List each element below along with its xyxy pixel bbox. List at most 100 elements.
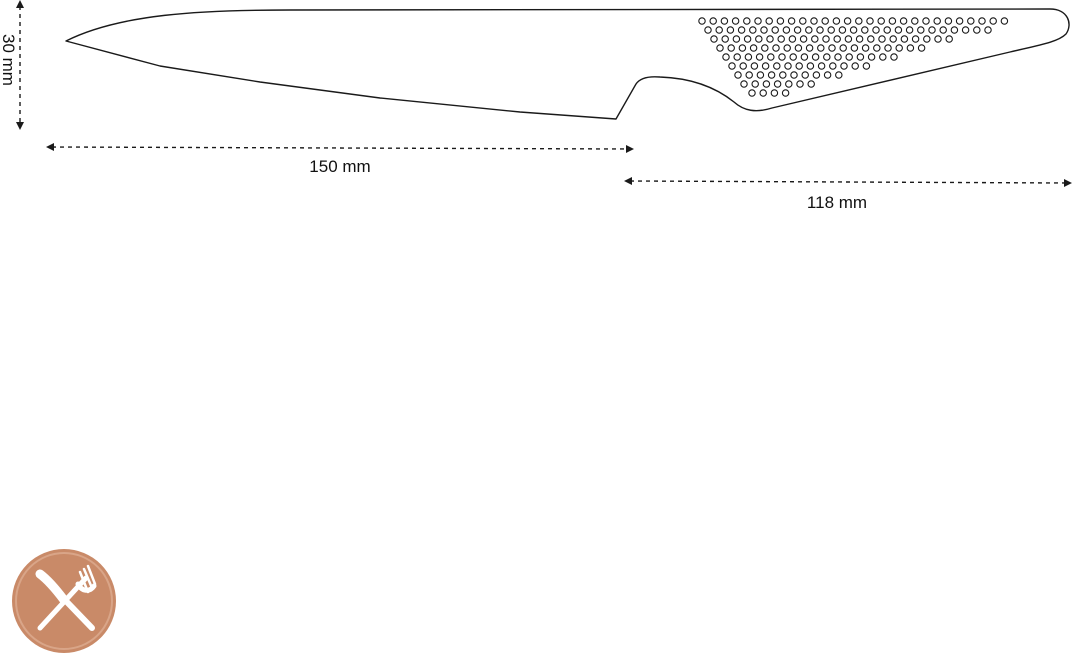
handle-dimple (845, 53, 853, 61)
blade-arrow-left (46, 143, 54, 151)
handle-dimple (743, 35, 752, 43)
handle-dimple (739, 62, 747, 70)
handle-dimple (728, 62, 736, 70)
handle-dimple (917, 44, 926, 52)
handle-dimple (722, 53, 730, 61)
handle-dimple (917, 26, 925, 34)
handle-dimple (787, 17, 796, 25)
handle-dimple (748, 89, 756, 97)
handle-dimple (727, 44, 735, 52)
handle-dimple (839, 44, 847, 52)
handle-dimple (755, 35, 763, 43)
handle-dimple (861, 44, 870, 52)
handle-dimple (855, 35, 864, 43)
handle-dimple (756, 71, 765, 79)
handle-dimple (822, 35, 830, 43)
handle-dimple (795, 62, 803, 70)
handle-dimple (832, 17, 841, 25)
handle-dimple (698, 17, 706, 25)
handle-dimple (878, 35, 886, 43)
handle-dimple (861, 26, 869, 34)
handle-dimple (906, 44, 915, 52)
handle-dimple (770, 89, 779, 97)
handle-dimple (762, 80, 771, 88)
handle-dimple (851, 62, 859, 70)
handle-dimple (778, 53, 786, 61)
handle-dimple (939, 26, 947, 34)
handle-dimple (761, 44, 769, 52)
handle-dimple (873, 44, 881, 52)
handle-dimple (716, 44, 724, 52)
handle-dimple (867, 35, 875, 43)
handle-dimple (967, 17, 975, 25)
handle-dimple (720, 17, 729, 25)
handle-dimple (737, 26, 746, 34)
handle-dimple (961, 26, 970, 34)
handle-dimple (790, 71, 798, 79)
handle-dimple (1000, 17, 1009, 25)
handle-dimple (772, 44, 780, 52)
height-label: 30 mm (0, 34, 18, 86)
handle-dimple (933, 17, 941, 25)
handle-dimple (750, 62, 759, 70)
handle-length-label: 118 mm (807, 193, 867, 212)
handle-dimple (773, 80, 782, 88)
handle-dimple (732, 35, 741, 43)
handle-dimple (812, 71, 821, 79)
handle-dimple (793, 26, 802, 34)
handle-dimple (743, 17, 751, 25)
handle-dimple (934, 35, 942, 43)
handle-dimple (844, 35, 853, 43)
height-arrow-bottom (16, 122, 24, 130)
handle-arrow-right (1064, 179, 1072, 187)
handle-dimple (796, 80, 804, 88)
handle-dimple (806, 62, 815, 70)
handle-dimple (833, 35, 841, 43)
handle-dimple (807, 80, 815, 88)
handle-dimple (733, 53, 741, 61)
handle-length-dimension: 118 mm (624, 177, 1072, 212)
handle-dimple (867, 53, 876, 61)
handle-dimple (789, 53, 797, 61)
handle-dimple (767, 71, 776, 79)
handle-dimple (879, 53, 887, 61)
handle-dimple (771, 26, 779, 34)
handle-dimple (781, 89, 790, 97)
handle-dimple (766, 35, 774, 43)
handle-dimple (721, 35, 729, 43)
handle-dimple (805, 44, 814, 52)
handle-dimple (840, 62, 848, 70)
handle-dimple (799, 17, 807, 25)
knife-illustration (65, 8, 1070, 120)
handle-dimple (895, 44, 903, 52)
handle-dimple (749, 26, 757, 34)
handle-dimple (776, 17, 785, 25)
handle-dimple (821, 17, 829, 25)
height-dimension: 30 mm (0, 0, 24, 130)
handle-dimple (777, 35, 785, 43)
handle-dimple-pattern (698, 17, 1009, 97)
handle-dimple (829, 62, 837, 70)
handle-dimple (731, 17, 740, 25)
handle-dimple (783, 44, 791, 52)
handle-dimple (715, 26, 723, 34)
handle-dimple (794, 44, 803, 52)
blade-dimension-line (51, 146, 629, 150)
handle-dimple (745, 71, 753, 79)
handle-dimple (877, 17, 885, 25)
handle-dimple (800, 53, 809, 61)
handle-dimple (945, 35, 953, 43)
handle-dimple (905, 26, 914, 34)
handle-dimple (866, 17, 874, 25)
handle-dimple (900, 35, 909, 43)
handle-dimple (765, 17, 773, 25)
knife-outline (65, 8, 1070, 120)
handle-dimple (773, 62, 781, 70)
handle-dimple (761, 62, 770, 70)
handle-dimple (805, 26, 813, 34)
handle-arrow-left (624, 177, 632, 185)
handle-dimple (726, 26, 735, 34)
handle-dimple (734, 71, 742, 79)
handle-dimple (811, 35, 819, 43)
